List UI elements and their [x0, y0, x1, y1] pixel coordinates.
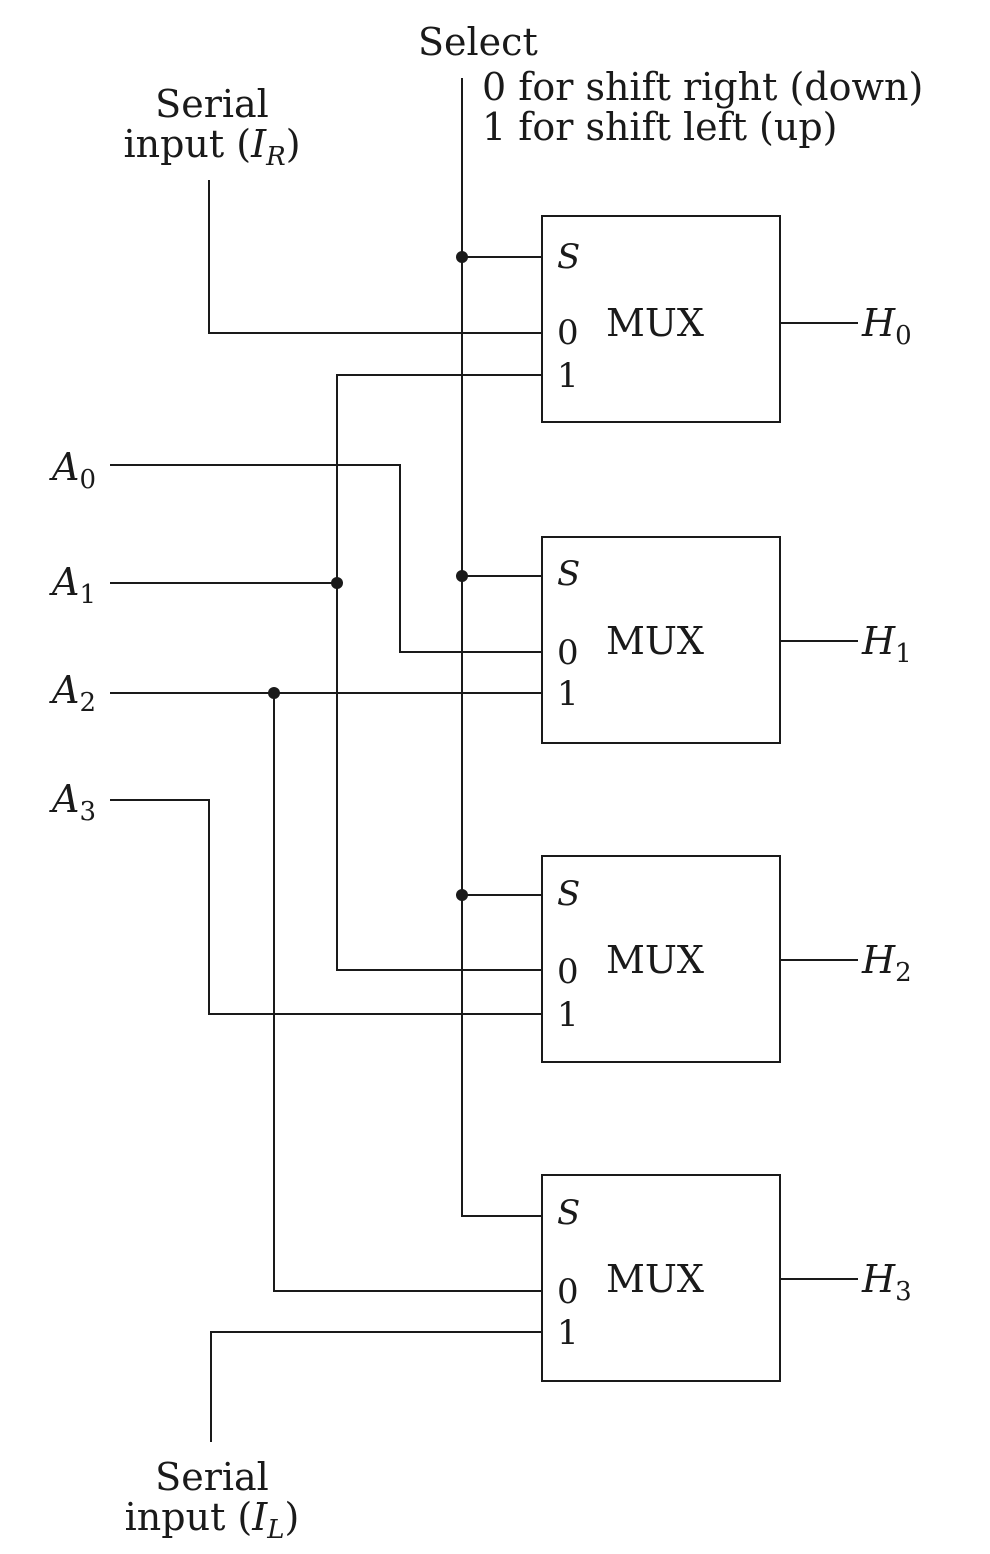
mux-2-label: MUX: [606, 938, 704, 982]
output-h2-label: H2: [861, 938, 912, 988]
mux-0-label: MUX: [606, 301, 704, 345]
output-h1-label: H1: [861, 619, 912, 669]
junction-dot: [268, 687, 280, 699]
a3-wire: [110, 799, 542, 1015]
mux-0-input-1: 1: [557, 356, 579, 396]
input-a0-label: A0: [49, 445, 96, 495]
serial-right-wire: [208, 180, 542, 334]
select-line-1: 1 for shift left (up): [482, 105, 838, 149]
input-a1-label: A1: [49, 560, 96, 610]
a0-wire: [110, 464, 542, 653]
mux-3-input-1: 1: [557, 1313, 579, 1353]
serial-input-right-line2: input (IR): [123, 122, 300, 172]
serial-input-left-line1: Serial: [155, 1455, 269, 1499]
a1-to-mux0-in1: [336, 374, 542, 971]
output-h0-label: H0: [861, 301, 912, 351]
serial-input-right-line1: Serial: [155, 82, 269, 126]
junction-dot: [331, 577, 343, 589]
input-a2-label: A2: [49, 668, 96, 718]
mux-1-input-1: 1: [557, 674, 579, 714]
junction-dot: [456, 570, 468, 582]
a2-to-mux3-in0: [273, 693, 542, 1292]
select-wire: [461, 78, 542, 1217]
junction-dot: [456, 251, 468, 263]
mux-0-select-port: S: [557, 237, 580, 277]
select-line-0: 0 for shift right (down): [482, 65, 923, 109]
mux-1-select-port: S: [557, 554, 580, 594]
junction-dot: [456, 889, 468, 901]
mux-3-label: MUX: [606, 1257, 704, 1301]
mux-3: S 0 1 MUX: [541, 1174, 781, 1382]
mux-1: S 0 1 MUX: [541, 536, 781, 744]
mux-2: S 0 1 MUX: [541, 855, 781, 1063]
serial-left-wire: [210, 1331, 542, 1442]
input-a3-label: A3: [49, 777, 96, 827]
mux-0-input-0: 0: [557, 313, 579, 353]
serial-input-left-line2: input (IL): [125, 1495, 300, 1545]
mux-2-input-1: 1: [557, 995, 579, 1035]
mux-3-select-port: S: [557, 1193, 580, 1233]
select-title: Select: [418, 20, 538, 64]
output-h3-label: H3: [861, 1257, 912, 1307]
mux-1-input-0: 0: [557, 633, 579, 673]
mux-3-input-0: 0: [557, 1272, 579, 1312]
mux-1-label: MUX: [606, 619, 704, 663]
mux-2-input-0: 0: [557, 952, 579, 992]
mux-0: S 0 1 MUX: [541, 215, 781, 423]
mux-2-select-port: S: [557, 874, 580, 914]
